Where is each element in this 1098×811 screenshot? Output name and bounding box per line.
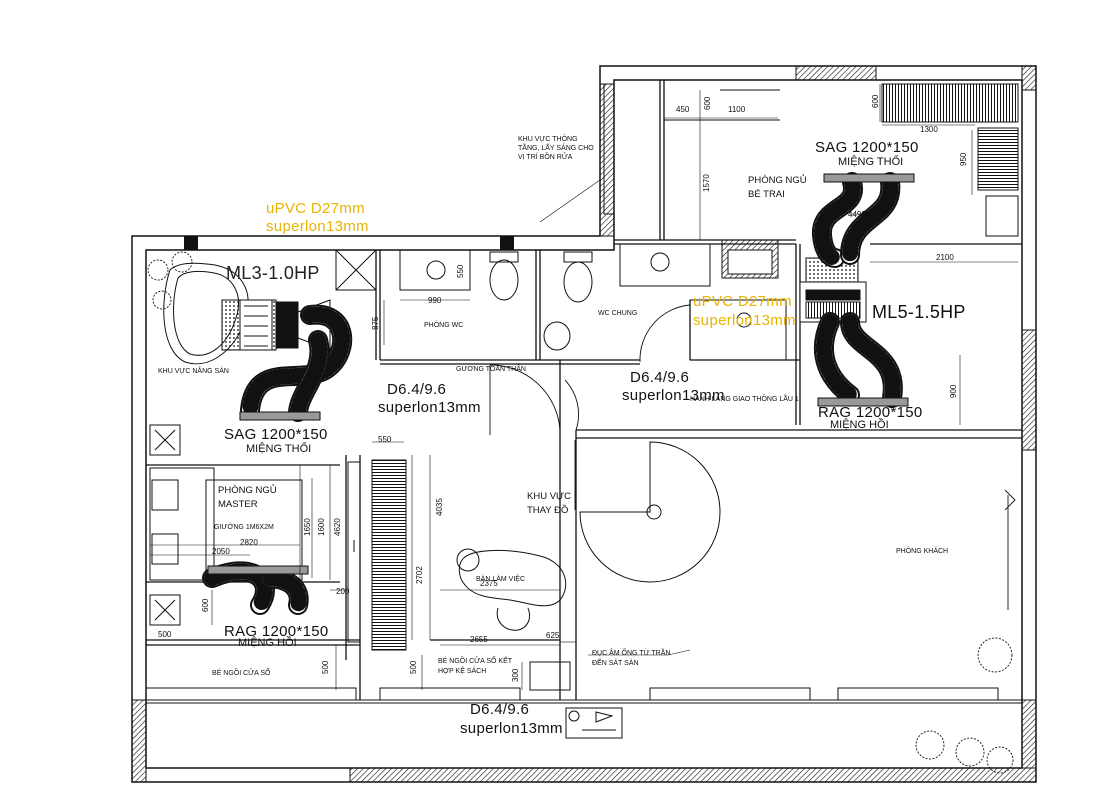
boy-bedroom-label-1: PHÒNG NGỦ bbox=[748, 175, 807, 186]
dim-1570: 1570 bbox=[702, 174, 711, 192]
dim-600-a: 600 bbox=[703, 96, 712, 110]
master-bedroom-label-2: MASTER bbox=[218, 499, 258, 510]
sag-left-label: SAG 1200*150 bbox=[224, 426, 328, 443]
dim-2375: 2375 bbox=[480, 579, 498, 588]
copper-pipe-1-insulation: superlon13mm bbox=[378, 399, 481, 416]
copper-pipe-3-insulation: superlon13mm bbox=[460, 720, 563, 737]
dim-600-c: 600 bbox=[201, 598, 210, 612]
dim-450: 450 bbox=[676, 105, 690, 114]
rag-right-grille bbox=[817, 397, 909, 407]
copper-pipe-1-label: D6.4/9.6 bbox=[387, 381, 447, 398]
mirror-label: GƯƠNG TOÀN THÂN bbox=[456, 366, 526, 373]
copper-pipe-2-insulation: superlon13mm bbox=[622, 387, 725, 404]
dim-2702: 2702 bbox=[415, 566, 424, 584]
rag-right-sub-label: MIỆNG HỒI bbox=[830, 419, 889, 431]
pipe-insulation-label: superlon13mm bbox=[266, 218, 369, 235]
dim-1300: 1300 bbox=[920, 125, 938, 134]
dim-600-b: 600 bbox=[871, 94, 880, 108]
flex-duct-right bbox=[812, 172, 903, 408]
dim-4035: 4035 bbox=[435, 498, 444, 516]
wc-room-label: PHÒNG WC bbox=[424, 322, 464, 329]
unit-left-label: ML3-1.0HP bbox=[226, 263, 320, 283]
boy-bedroom-furniture bbox=[603, 83, 1019, 279]
relax-area-label: KHU VỰC NẰNG SÀN bbox=[158, 368, 229, 375]
dim-900: 900 bbox=[949, 384, 958, 398]
dim-4499: 4499 bbox=[848, 210, 866, 219]
light-well-label-2: TẦNG, LẤY SÁNG CHO bbox=[518, 145, 594, 152]
flex-duct-left-supply bbox=[240, 304, 353, 422]
doors bbox=[489, 304, 1016, 610]
sag-top-grille bbox=[823, 173, 915, 183]
bed-label: GIƯỜNG 1M6X2M bbox=[214, 524, 274, 531]
rag-right-label: RAG 1200*150 bbox=[818, 404, 923, 421]
living-room-label: PHÒNG KHÁCH bbox=[896, 548, 949, 555]
wc-common-label: WC CHUNG bbox=[598, 310, 638, 317]
dim-2655: 2655 bbox=[470, 635, 488, 644]
outdoor-unit bbox=[565, 707, 623, 739]
dim-2100: 2100 bbox=[936, 253, 954, 262]
sag-top-sub-label: MIỆNG THỔI bbox=[838, 156, 904, 168]
master-bedroom-label-1: PHÒNG NGỦ bbox=[218, 485, 277, 496]
drop-note-label-2: ĐẾN SÁT SÀN bbox=[592, 660, 639, 667]
dim-500-c: 500 bbox=[409, 660, 418, 674]
bench-shelf-label-1: BÉ NGỒI CỬA SỔ KẾT bbox=[438, 658, 513, 665]
dim-2050: 2050 bbox=[212, 547, 230, 556]
dim-1650: 1650 bbox=[303, 518, 312, 536]
dimension-lines bbox=[150, 84, 1018, 690]
dim-500-a: 500 bbox=[158, 630, 172, 639]
dressing-label-2: THAY ĐỒ bbox=[527, 505, 569, 516]
balcony bbox=[145, 687, 1022, 704]
dressing-area bbox=[456, 441, 721, 691]
dim-200: 200 bbox=[336, 587, 350, 596]
dim-1100: 1100 bbox=[728, 105, 746, 114]
dim-875: 875 bbox=[371, 316, 380, 330]
sag-left-grille bbox=[239, 411, 321, 421]
dim-500-b: 500 bbox=[321, 660, 330, 674]
drop-note-label-1: ĐỤC ÂM ỐNG TỪ TRẦN bbox=[592, 650, 671, 657]
corridor-label: HÀNH LANG GIAO THÔNG LẦU 1 bbox=[690, 396, 799, 403]
copper-pipe-2-label: D6.4/9.6 bbox=[630, 369, 690, 386]
dim-550-b: 550 bbox=[378, 435, 392, 444]
copper-pipe-3-label: D6.4/9.6 bbox=[470, 701, 530, 718]
window-bench-label: BÉ NGỒI CỬA SỔ bbox=[212, 670, 271, 677]
dressing-label-1: KHU VỰC bbox=[527, 491, 572, 502]
wall-hatching bbox=[131, 65, 1037, 783]
rag-left-label: RAG 1200*150 bbox=[224, 623, 329, 640]
dim-300: 300 bbox=[511, 668, 520, 682]
work-desk-label: BÀN LÀM VIỆC bbox=[476, 576, 526, 583]
dim-4620: 4620 bbox=[333, 518, 342, 536]
sag-top-label: SAG 1200*150 bbox=[815, 139, 919, 156]
dim-1600: 1600 bbox=[317, 518, 326, 536]
flex-duct-left-return bbox=[202, 561, 309, 615]
dim-990: 990 bbox=[428, 296, 442, 305]
rag-left-sub-label: MIỆNG HỒI bbox=[238, 637, 297, 649]
dim-2820: 2820 bbox=[240, 538, 258, 547]
light-well-label-3: VỊ TRÍ BỒN RỬA bbox=[518, 154, 573, 161]
plants bbox=[147, 251, 1014, 774]
rag-left-grille bbox=[207, 565, 309, 575]
pipe-insulation-label-2: superlon13mm bbox=[693, 312, 796, 329]
wc-fixtures bbox=[335, 243, 787, 361]
pipe-upvc-label-2: uPVC D27mm bbox=[693, 293, 792, 310]
sag-left-sub-label: MIỆNG THỔI bbox=[246, 443, 312, 455]
pipe-upvc-label: uPVC D27mm bbox=[266, 200, 365, 217]
master-bedroom-furniture bbox=[149, 424, 407, 651]
light-well-label-1: KHU VỰC THÔNG bbox=[518, 136, 578, 143]
dim-625: 625 bbox=[546, 631, 560, 640]
dim-550-a: 550 bbox=[456, 264, 465, 278]
boy-bedroom-label-2: BÉ TRAI bbox=[748, 189, 785, 200]
dim-950: 950 bbox=[959, 152, 968, 166]
unit-right-label: ML5-1.5HP bbox=[872, 302, 966, 322]
bench-shelf-label-2: HỢP KỆ SÁCH bbox=[438, 668, 487, 675]
